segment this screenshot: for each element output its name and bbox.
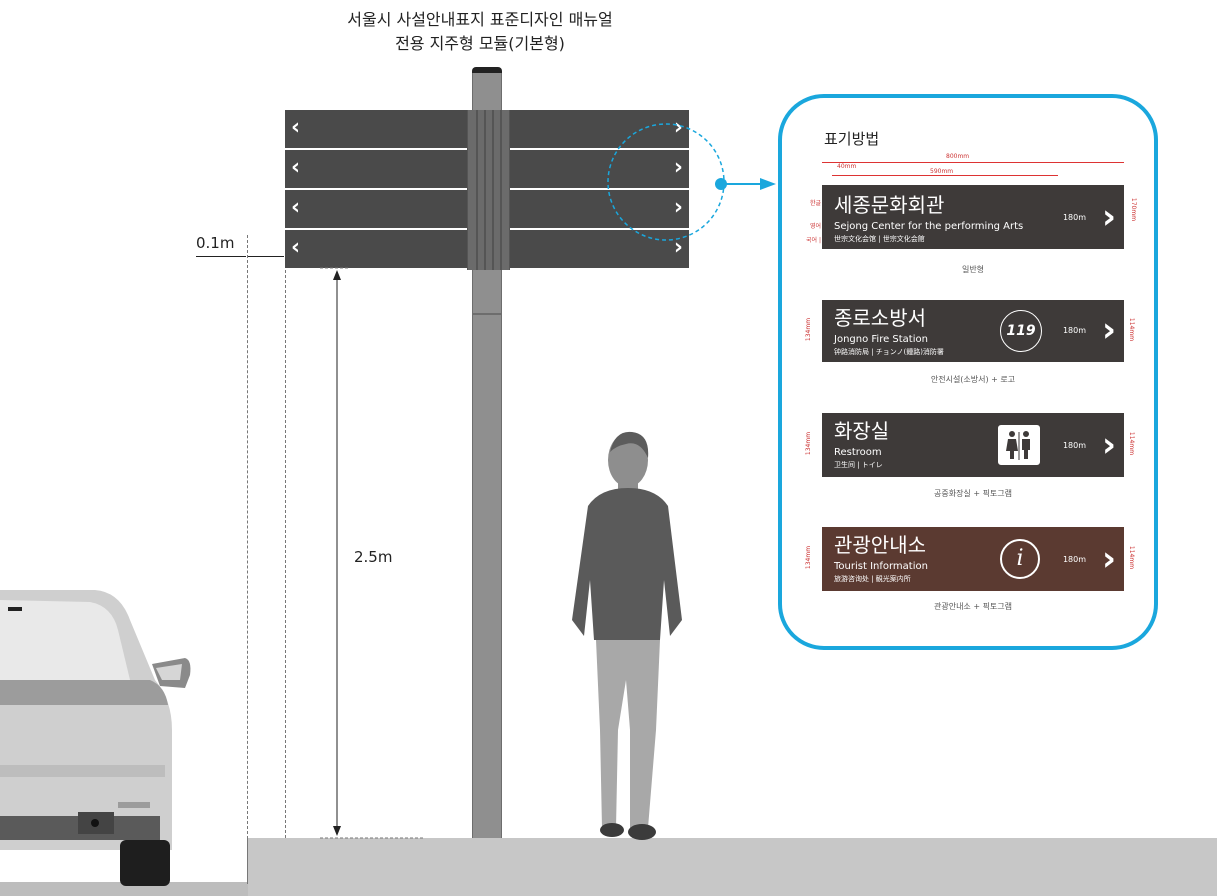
info-glyph: i xyxy=(1016,546,1024,571)
sign-chinese-text: 世宗文化会馆 | 世宗文化会館 xyxy=(834,235,925,243)
road xyxy=(0,882,248,896)
sign-korean-text: 종로소방서 xyxy=(834,306,926,330)
chevron-left-icon: ‹ xyxy=(291,195,301,220)
chevron-right-icon: › xyxy=(673,195,683,220)
sign-caption: 일반형 xyxy=(961,265,985,274)
arrow-right-icon: › xyxy=(1101,539,1116,579)
title-line2: 전용 지주형 모듈(기본형) xyxy=(395,34,565,53)
dimension-guide xyxy=(285,270,286,838)
dimension-114-label: 114mm xyxy=(1128,545,1136,570)
pole-joint xyxy=(472,313,502,315)
sign-distance: 180m xyxy=(1062,441,1086,450)
dimension-134-label: 134mm xyxy=(805,431,813,456)
chevron-left-icon: ‹ xyxy=(291,155,301,180)
arrow-right-icon: › xyxy=(1101,197,1116,237)
height-dimension xyxy=(320,267,425,839)
sign-chinese-text: 卫生间 | トイレ xyxy=(834,461,883,469)
chevron-right-icon: › xyxy=(673,235,683,260)
diagram-title: 서울시 사설안내표지 표준디자인 매뉴얼 전용 지주형 모듈(기본형) xyxy=(250,8,710,56)
sign-korean-text: 세종문화회관 xyxy=(834,193,945,217)
logo-text: 119 xyxy=(1006,323,1036,339)
label-chinese-japanese: 국어 | 일어 xyxy=(806,237,834,244)
info-icon: i xyxy=(1000,539,1040,579)
sign-english-text: Tourist Information xyxy=(834,561,928,572)
chevron-right-icon: › xyxy=(673,155,683,180)
sign-english-text: Restroom xyxy=(834,447,882,458)
title-line1: 서울시 사설안내표지 표준디자인 매뉴얼 xyxy=(347,10,613,29)
dimension-800-line xyxy=(822,162,1124,163)
dimension-800-label: 800mm xyxy=(946,153,970,160)
dimension-170-label: 170mm xyxy=(1130,197,1138,222)
pole-cap xyxy=(472,67,502,75)
sign-distance: 180m xyxy=(1062,555,1086,564)
dimension-114-label: 114mm xyxy=(1128,431,1136,456)
sign-chinese-text: 钟路消防局 | チョンノ(鍾路)消防署 xyxy=(834,348,944,356)
sign-distance: 180m xyxy=(1062,326,1086,335)
person-illustration xyxy=(572,431,682,840)
pole-clamp xyxy=(467,110,510,270)
sign-distance: 180m xyxy=(1062,213,1086,222)
dimension-590-line xyxy=(832,175,1058,176)
sign-restroom: 화장실 Restroom 卫生间 | トイレ 180m › xyxy=(822,413,1124,477)
car-illustration xyxy=(0,590,191,886)
chevron-right-icon: › xyxy=(673,115,683,140)
sign-tourist-info: 관광안내소 Tourist Information 旅游咨询处 | 観光案内所 … xyxy=(822,527,1124,591)
arrow-right-icon: › xyxy=(1101,310,1116,350)
dimension-guide xyxy=(247,235,248,839)
sign-korean-text: 관광안내소 xyxy=(834,533,926,557)
sign-english-text: Jongno Fire Station xyxy=(834,334,928,345)
dimension-134-label: 134mm xyxy=(805,545,813,570)
sign-fire-station: 종로소방서 Jongno Fire Station 钟路消防局 | チョンノ(鍾… xyxy=(822,300,1124,362)
arrow-right-icon: › xyxy=(1101,425,1116,465)
curb-line xyxy=(247,838,248,884)
dimension-590-label: 590mm xyxy=(930,168,954,175)
sign-caption: 공중화장실 + 픽토그램 xyxy=(933,489,1013,498)
sign-korean-text: 화장실 xyxy=(834,419,890,443)
label-korean: 한글 xyxy=(810,200,822,207)
sign-caption: 안전시설(소방서) + 로고 xyxy=(930,375,1016,384)
label-english: 영어 xyxy=(810,223,822,230)
dimension-40-label: 40mm xyxy=(837,163,857,170)
height-dimension-label: 2.5m xyxy=(354,548,393,566)
dimension-114-label: 114mm xyxy=(1128,317,1136,342)
restroom-icon xyxy=(998,425,1040,465)
detail-heading: 표기방법 xyxy=(824,130,880,148)
sign-chinese-text: 旅游咨询处 | 観光案内所 xyxy=(834,575,911,583)
zoom-callout xyxy=(607,123,776,241)
sign-sejong: 세종문화회관 Sejong Center for the performing … xyxy=(822,185,1124,249)
offset-dimension-line xyxy=(248,256,284,257)
sign-english-text: Sejong Center for the performing Arts xyxy=(834,221,1024,232)
dimension-134-label: 134mm xyxy=(805,317,813,342)
sign-caption: 관광안내소 + 픽토그램 xyxy=(933,602,1013,611)
offset-dimension-label: 0.1m xyxy=(196,234,235,252)
fire-119-logo-icon: 119 xyxy=(1000,310,1042,352)
chevron-left-icon: ‹ xyxy=(291,115,301,140)
chevron-left-icon: ‹ xyxy=(291,235,301,260)
offset-dimension-line xyxy=(196,256,246,257)
sidewalk xyxy=(248,838,1217,896)
